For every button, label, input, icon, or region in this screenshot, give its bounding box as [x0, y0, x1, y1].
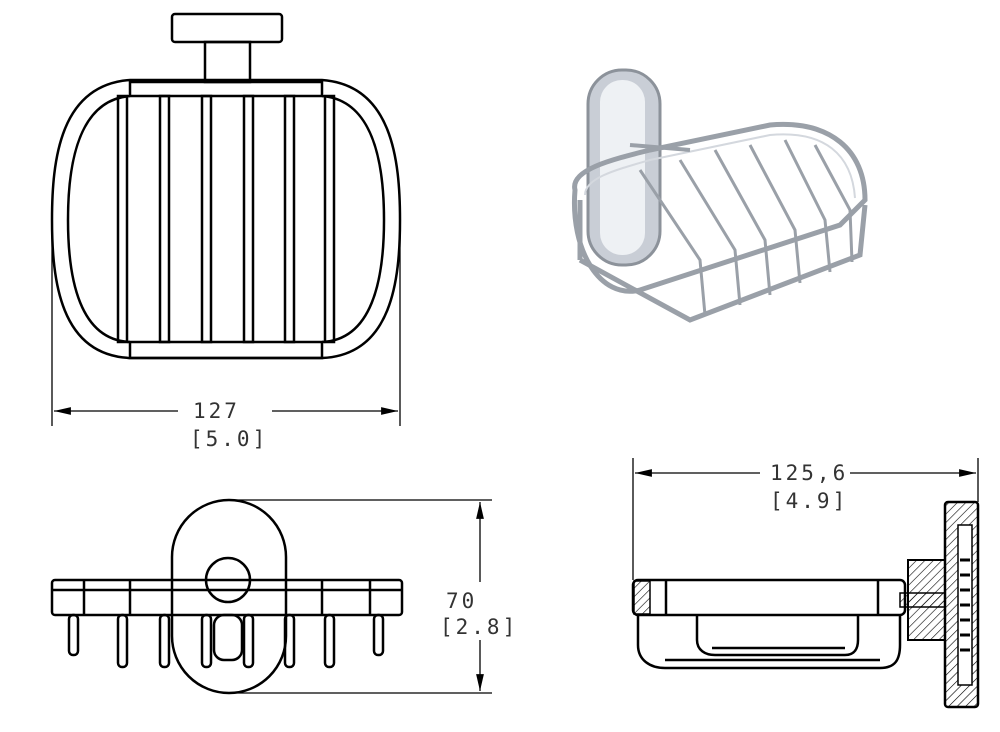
wall-knob — [170, 12, 284, 44]
inner-frame-left — [66, 94, 131, 344]
side-dimension-mm: 125,6 — [770, 461, 848, 485]
top-dimension-in: [5.0] — [190, 427, 268, 451]
wire-bars — [116, 94, 336, 344]
side-dimension-in: [4.9] — [770, 489, 848, 513]
outer-frame — [50, 78, 402, 360]
front-view: 70 [2.8] — [50, 498, 518, 695]
top-bar — [128, 80, 324, 98]
bottom-bar — [128, 340, 324, 360]
wall-plate-oval — [170, 498, 288, 695]
product-photo — [571, 68, 868, 323]
inner-frame-right — [321, 94, 386, 344]
knob-stem — [203, 40, 252, 84]
front-dimension-in: [2.8] — [440, 615, 518, 639]
side-view: 125,6 [4.9] — [631, 458, 980, 709]
tray-rim — [50, 578, 404, 617]
wire-posts — [67, 613, 385, 669]
top-dimension-mm: 127 — [193, 399, 240, 423]
front-dimension-mm: 70 — [446, 589, 477, 613]
top-view: 127 [5.0] — [50, 12, 402, 451]
